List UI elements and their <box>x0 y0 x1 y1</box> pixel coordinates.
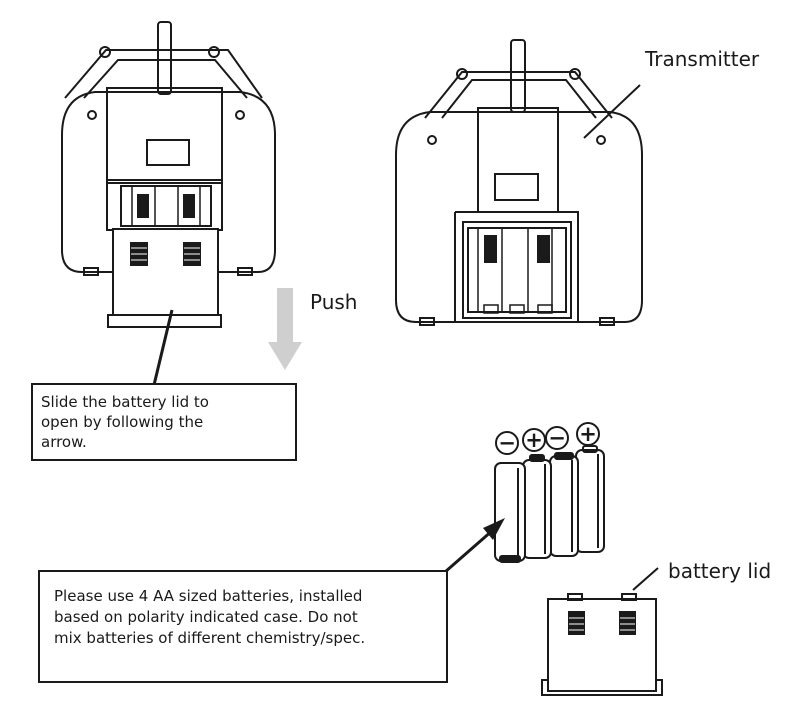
battery <box>494 462 526 563</box>
battery <box>575 445 605 553</box>
antenna <box>510 39 526 113</box>
battery-usage-note: Please use 4 AA sized batteries, install… <box>38 570 448 683</box>
battery <box>549 452 579 557</box>
transmitter-rear-lid-open <box>61 21 276 386</box>
carry-handle <box>424 71 613 119</box>
label-window <box>494 173 539 201</box>
battery-lid-detached <box>541 567 663 696</box>
battery-bay <box>462 221 572 319</box>
lid-label-pointer <box>632 567 659 591</box>
battery <box>522 454 552 559</box>
positive-terminal-icon <box>522 428 546 452</box>
slide-lid-note: Slide the battery lid to open by followi… <box>31 383 297 461</box>
aa-batteries <box>494 445 605 563</box>
transmitter-body <box>61 91 276 273</box>
transmitter-rear-bay-open <box>395 39 643 326</box>
battery-bay <box>106 179 223 231</box>
battery-usage-note-text: Please use 4 AA sized batteries, install… <box>54 587 366 647</box>
polarity-sign: − <box>498 431 516 455</box>
slide-lid-note-text: Slide the battery lid to open by followi… <box>41 393 209 451</box>
polarity-sign: − <box>548 426 566 450</box>
transmitter-label: Transmitter <box>645 47 760 71</box>
push-label: Push <box>310 290 358 314</box>
negative-terminal-icon <box>495 431 519 455</box>
label-window <box>146 139 190 166</box>
transmitter-body <box>395 111 643 323</box>
battery-pointer-arrow <box>444 518 505 574</box>
negative-terminal-icon <box>545 426 569 450</box>
positive-terminal-icon <box>576 422 600 446</box>
carry-handle <box>64 49 263 99</box>
antenna <box>157 21 172 95</box>
battery-lid-label: battery lid <box>668 559 772 583</box>
polarity-sign: + <box>525 428 543 452</box>
push-arrow <box>268 288 302 370</box>
polarity-markers: − + − + <box>495 422 600 455</box>
polarity-sign: + <box>579 422 597 446</box>
battery-lid-sliding <box>112 228 219 328</box>
transmitter-pointer-line <box>583 84 641 139</box>
lid-pointer-line <box>152 309 174 386</box>
